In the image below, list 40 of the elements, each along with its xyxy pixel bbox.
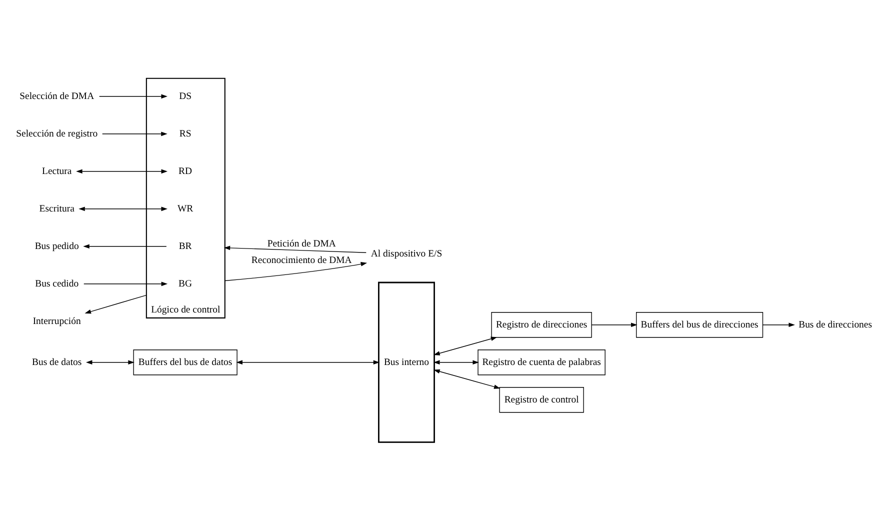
arrow [86, 360, 134, 365]
arrow [591, 322, 638, 328]
arrow [434, 360, 479, 365]
node-text: BG [178, 278, 192, 290]
node-text: RS [179, 128, 192, 140]
node-text: Escritura [39, 203, 74, 214]
node-text: Selección de registro [16, 128, 98, 140]
node-text: Bus de datos [32, 356, 82, 368]
arrow [84, 282, 168, 286]
arrow [84, 294, 147, 314]
node-box: Registro de control [499, 387, 584, 413]
node-text: WR [177, 203, 194, 214]
node-text: Bus cedido [35, 278, 79, 290]
arrow [224, 262, 368, 282]
node-text: DS [179, 90, 192, 102]
node-box: Buffers del bus de datos [133, 350, 238, 376]
arrow [102, 132, 168, 136]
arrow [434, 336, 498, 356]
arrow [98, 94, 168, 99]
node-text: Bus pedido [34, 240, 79, 252]
arrow [76, 169, 168, 174]
arrow [83, 244, 167, 249]
node-box: Bus interno [378, 282, 435, 443]
arrow [78, 206, 168, 212]
edge-label: Petición de DMA [267, 238, 336, 250]
node-text: BR [178, 240, 192, 252]
node-text: Selección de DMA [20, 90, 94, 102]
arrow [762, 322, 795, 328]
node-text: Lectura [42, 166, 72, 177]
node-box: Registro de cuenta de palabras [478, 350, 606, 376]
node-text: Bus de direcciones [798, 319, 872, 330]
node-text: Al dispositivo E/S [370, 248, 442, 260]
arrow [434, 369, 500, 389]
arrow [224, 246, 366, 253]
edge-label: Reconocimiento de DMA [251, 255, 352, 266]
arrow [236, 360, 380, 365]
node-text: RD [178, 166, 192, 177]
node-text: Interrupción [32, 316, 81, 327]
node-box: Buffers del bus de direcciones [636, 312, 764, 338]
node-box: Registro de direcciones [491, 312, 592, 338]
